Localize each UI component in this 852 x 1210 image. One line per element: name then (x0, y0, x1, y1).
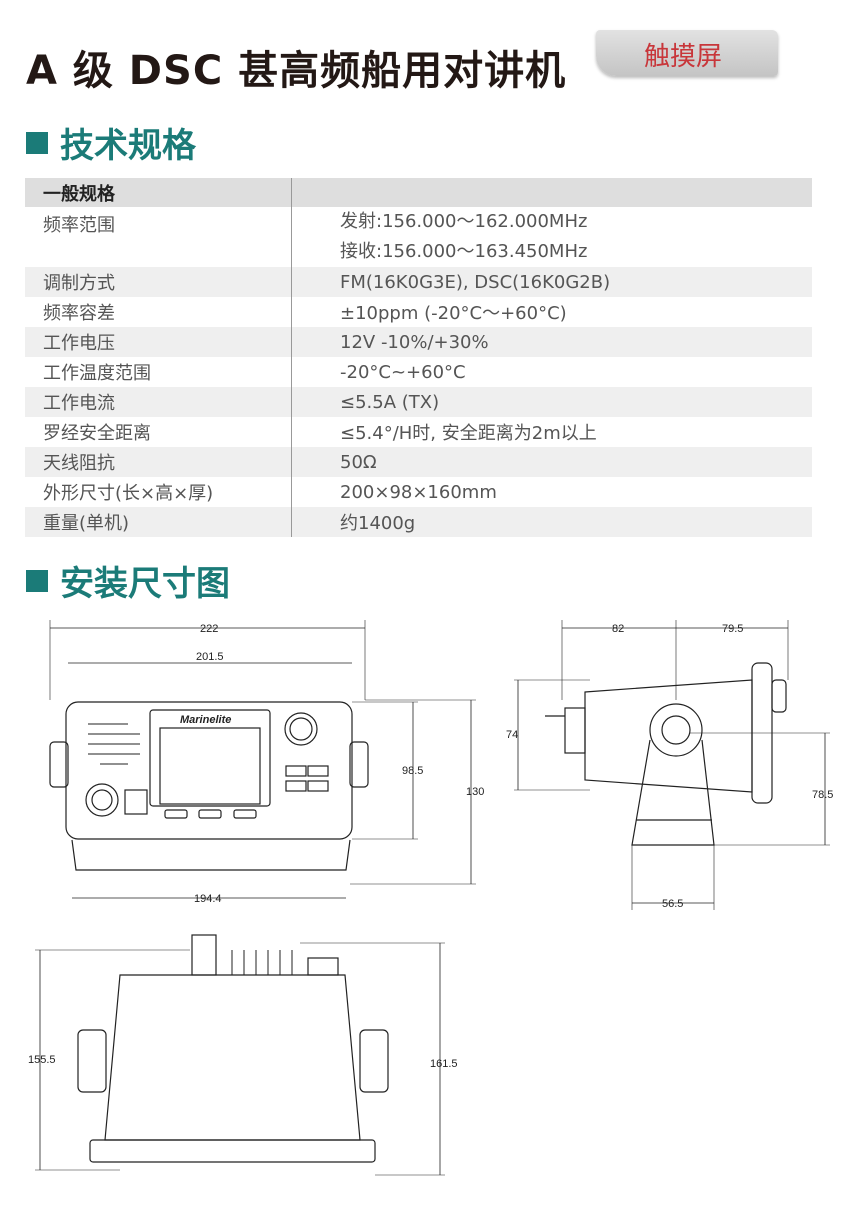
square-bullet-icon (26, 131, 48, 154)
table-header-row: 一般规格 (25, 178, 812, 207)
bottom-view-drawing (35, 934, 445, 1176)
dim-height-body: 98.5 (402, 765, 423, 777)
row-label: 调制方式 (25, 267, 292, 297)
dim-depth-rear: 79.5 (722, 623, 743, 635)
table-row: 工作电流≤5.5A (TX) (25, 387, 812, 417)
table-row: 工作温度范围 -20°C~+60°C (25, 357, 812, 387)
section-specs: 技术规格 (26, 118, 196, 167)
row-value: 接收:156.000～163.450MHz (340, 241, 588, 262)
spec-table: 一般规格 频率范围 发射:156.000～162.000MHz 接收:156.000… (25, 178, 812, 537)
row-value: ≤5.5A (TX) (291, 387, 812, 417)
table-row: 罗经安全距离 ≤5.4°/H时, 安全距离为2m以上 (25, 417, 812, 447)
dim-width-inner: 201.5 (196, 651, 224, 663)
table-row: 频率范围 发射:156.000～162.000MHz 接收:156.000～163.… (25, 207, 812, 267)
section-title: 安装尺寸图 (60, 564, 230, 604)
dim-depth-front: 82 (612, 623, 624, 635)
dim-width-base: 194.4 (194, 893, 222, 905)
section-title: 技术规格 (60, 126, 196, 166)
dim-height-total: 130 (466, 786, 484, 798)
row-label: 工作电压 (25, 327, 292, 357)
touchscreen-badge: 触摸屏 (596, 30, 778, 76)
row-value: 发射:156.000～162.000MHz (340, 211, 588, 232)
section-install: 安装尺寸图 (26, 556, 230, 605)
dim-bracket-base: 56.5 (662, 898, 683, 910)
row-label: 天线阻抗 (25, 447, 292, 477)
table-row: 频率容差 ±10ppm (-20°C～+60°C) (25, 297, 812, 327)
row-value: 12V -10%/+30% (291, 327, 812, 357)
row-label: 工作电流 (25, 387, 292, 417)
table-row: 重量(单机)约1400g (25, 507, 812, 537)
row-value: ≤5.4°/H时, 安全距离为2m以上 (340, 423, 597, 444)
table-row: 外形尺寸(长×高×厚) 200×98×160mm (25, 477, 812, 507)
row-label: 工作温度范围 (25, 357, 292, 387)
row-value: FM(16K0G3E), DSC(16K0G2B) (291, 267, 812, 297)
group-label: 一般规格 (25, 178, 292, 207)
row-label: 频率容差 (25, 297, 292, 327)
row-label: 频率范围 (25, 207, 292, 267)
badge-label: 触摸屏 (644, 42, 723, 72)
row-label: 重量(单机) (25, 507, 292, 537)
row-value: ±10ppm (-20°C～+60°C) (340, 303, 567, 324)
row-value: 50Ω (291, 447, 812, 477)
page-title: A 级 DSC 甚高频船用对讲机 (26, 48, 567, 94)
dim-height-side: 74 (506, 729, 518, 741)
row-value: -20°C~+60°C (340, 361, 466, 383)
dim-bottom-left: 155.5 (28, 1054, 56, 1066)
brand-logo: Marinelite (180, 714, 231, 726)
row-label: 罗经安全距离 (25, 417, 292, 447)
dim-bracket-height: 78.5 (812, 789, 833, 801)
front-view-drawing (49, 620, 476, 899)
square-bullet-icon (26, 569, 48, 592)
side-view-drawing (514, 620, 830, 910)
dim-bottom-right: 161.5 (430, 1058, 458, 1070)
row-label: 外形尺寸(长×高×厚) (25, 477, 292, 507)
row-value: 约1400g (291, 507, 812, 537)
dim-width-total: 222 (200, 623, 218, 635)
row-value: 200×98×160mm (340, 481, 497, 503)
